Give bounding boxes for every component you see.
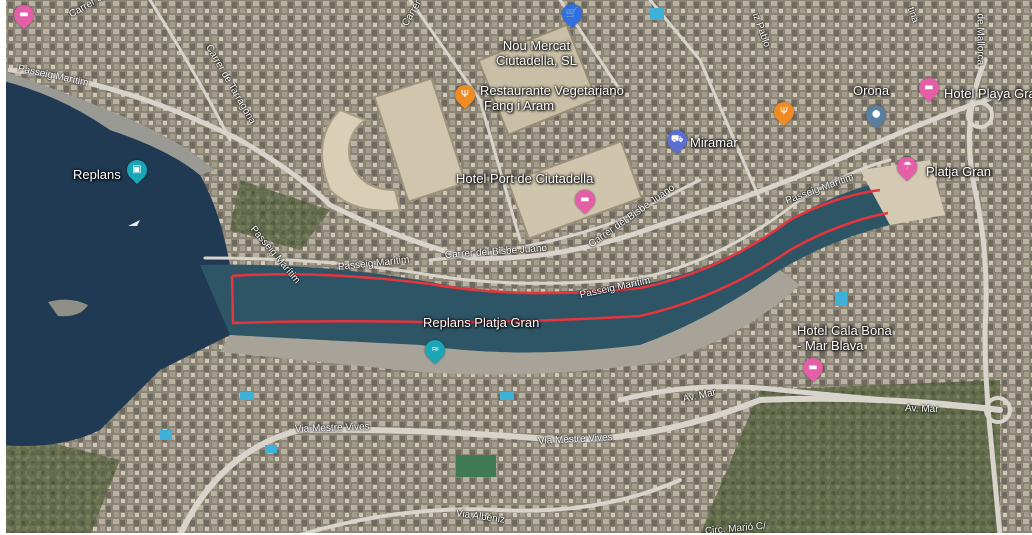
open-sea bbox=[0, 80, 240, 446]
cove-water bbox=[200, 180, 890, 353]
poi-label-platja-gran[interactable]: Platja Gran bbox=[926, 164, 992, 179]
road-passeig-west bbox=[7, 67, 1003, 261]
block-building bbox=[373, 77, 467, 203]
road-albeniz bbox=[298, 478, 682, 535]
scrub-east bbox=[700, 380, 1000, 535]
poi-label-restaurante[interactable]: Restaurante Vegetariano Fang i Aram bbox=[480, 83, 624, 113]
poi-label-line: Nou Mercat bbox=[502, 38, 571, 53]
roundabout-south bbox=[984, 396, 1012, 424]
route-outline bbox=[230, 188, 889, 325]
poi-label-hotel-playa[interactable]: Hotel Playa Gra bbox=[944, 86, 1032, 101]
cove-shore-south bbox=[220, 270, 800, 375]
road-mestre-vives bbox=[177, 395, 1003, 535]
scrub-west bbox=[0, 430, 120, 535]
poi-label-line: Restaurante Vegetariano bbox=[480, 83, 624, 98]
beach bbox=[860, 160, 945, 225]
road-label: de Mallorca bbox=[974, 13, 986, 66]
pool-3 bbox=[160, 430, 172, 440]
poi-label-nou-mercat[interactable]: Nou Mercat Ciutadella, SL bbox=[496, 38, 577, 68]
poi-label-replans[interactable]: Replans bbox=[73, 167, 121, 182]
rock-islet bbox=[48, 299, 88, 317]
crescent-building bbox=[321, 108, 402, 212]
poi-label-miramar[interactable]: Miramar bbox=[690, 135, 738, 150]
poi-label-hotel-cala-bona[interactable]: Hotel Cala Bona - Mar Blava bbox=[797, 323, 892, 353]
rocky-coast bbox=[0, 70, 215, 175]
pool-5 bbox=[835, 292, 847, 306]
poi-label-line: - Mar Blava bbox=[797, 338, 864, 353]
poi-label-replans-platja[interactable]: Replans Platja Gran bbox=[423, 315, 540, 330]
boat bbox=[128, 220, 140, 226]
bottom-border bbox=[0, 533, 1032, 535]
poi-label-line: Fang i Aram bbox=[484, 98, 555, 113]
road-bisbe bbox=[428, 178, 702, 262]
hotel-port-building bbox=[507, 140, 643, 240]
poi-label-hotel-port[interactable]: Hotel Port de Ciutadella bbox=[456, 171, 594, 186]
tennis-court bbox=[456, 455, 496, 477]
road-tarragona bbox=[148, 0, 232, 142]
road-north-1 bbox=[408, 0, 522, 242]
poi-label-line: Hotel Cala Bona bbox=[797, 323, 892, 338]
road-passeig-south bbox=[203, 158, 892, 285]
market-building bbox=[477, 23, 598, 136]
poi-label-line: Ciutadella, SL bbox=[496, 53, 577, 68]
scrub-north bbox=[230, 180, 330, 250]
poi-label-orona[interactable]: Orona bbox=[853, 83, 890, 98]
road-av-mar bbox=[617, 384, 1003, 413]
roundabout-north bbox=[966, 101, 994, 129]
road-label: Av. Mar bbox=[904, 403, 939, 416]
left-border bbox=[0, 0, 6, 535]
road-north-2 bbox=[648, 0, 762, 202]
pool-6 bbox=[650, 8, 664, 20]
pool-4 bbox=[265, 445, 277, 453]
pool-2 bbox=[500, 392, 514, 400]
pool-1 bbox=[240, 392, 254, 400]
